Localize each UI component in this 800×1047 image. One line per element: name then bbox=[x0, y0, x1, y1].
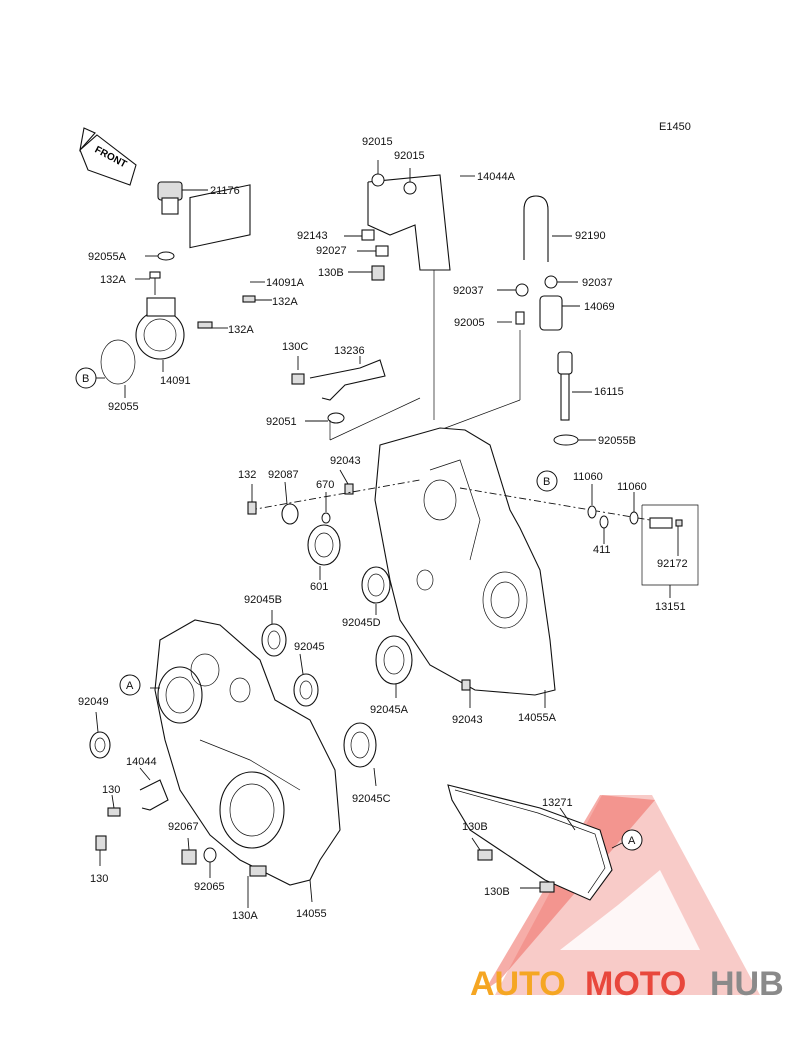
part-label-14091a[interactable]: 14091A bbox=[266, 277, 305, 289]
part-label-92143[interactable]: 92143 bbox=[297, 230, 328, 242]
part-label-13236[interactable]: 13236 bbox=[334, 345, 365, 357]
part-label-92027[interactable]: 92027 bbox=[316, 245, 347, 257]
bracket-assembly bbox=[344, 160, 580, 431]
part-label-11060-1[interactable]: 11060 bbox=[573, 471, 603, 483]
part-label-132a-1[interactable]: 132A bbox=[100, 274, 126, 286]
callout-a-left-label: A bbox=[126, 680, 134, 692]
part-label-92015-1[interactable]: 92015 bbox=[362, 136, 393, 148]
part-label-132[interactable]: 132 bbox=[238, 469, 256, 481]
watermark: AUTO MOTO HUB bbox=[470, 795, 784, 1003]
part-label-16115[interactable]: 16115 bbox=[594, 386, 624, 398]
part-label-92190[interactable]: 92190 bbox=[575, 230, 606, 242]
watermark-hub: HUB bbox=[710, 965, 784, 1003]
part-label-92055a[interactable]: 92055A bbox=[88, 251, 127, 263]
part-label-130b-1[interactable]: 130B bbox=[318, 267, 344, 279]
watermark-auto: AUTO bbox=[470, 965, 566, 1003]
part-label-92045[interactable]: 92045 bbox=[294, 641, 325, 653]
callout-a-right-label: A bbox=[628, 835, 636, 847]
part-label-130[interactable]: 130 bbox=[90, 873, 108, 885]
part-label-92045d[interactable]: 92045D bbox=[342, 617, 381, 629]
part-label-14044[interactable]: 14044 bbox=[126, 756, 157, 768]
part-label-14069[interactable]: 14069 bbox=[584, 301, 615, 313]
part-label-92045b[interactable]: 92045B bbox=[244, 594, 282, 606]
callout-b-right bbox=[536, 470, 558, 492]
part-label-132a-3[interactable]: 132A bbox=[228, 324, 254, 336]
callout-b-left-label: B bbox=[82, 373, 89, 385]
part-label-21176[interactable]: 21176 bbox=[210, 185, 240, 197]
part-label-92055b[interactable]: 92055B bbox=[598, 435, 636, 447]
part-label-14044a[interactable]: 14044A bbox=[477, 171, 516, 183]
part-label-92049[interactable]: 92049 bbox=[78, 696, 109, 708]
part-label-92045a[interactable]: 92045A bbox=[370, 704, 409, 716]
callout-a-left bbox=[119, 674, 141, 696]
part-label-411[interactable]: 411 bbox=[593, 544, 611, 556]
part-label-92065[interactable]: 92065 bbox=[194, 881, 225, 893]
callout-a-right bbox=[621, 829, 643, 851]
watermark-triangle-inner bbox=[560, 870, 700, 950]
part-label-130a[interactable]: 130A bbox=[232, 910, 258, 922]
callout-b-left bbox=[75, 367, 97, 389]
part-label-601[interactable]: 601 bbox=[310, 581, 328, 593]
part-label-14055a[interactable]: 14055A bbox=[518, 712, 557, 724]
part-label-130b-2[interactable]: 130B bbox=[462, 821, 488, 833]
part-label-13271[interactable]: 13271 bbox=[542, 797, 573, 809]
gasket-13271 bbox=[447, 784, 623, 901]
part-label-92043-2[interactable]: 92043 bbox=[452, 714, 483, 726]
watermark-triangle-left bbox=[485, 795, 655, 990]
lever-assembly bbox=[291, 351, 596, 446]
part-label-92045c[interactable]: 92045C bbox=[352, 793, 391, 805]
part-label-670[interactable]: 670 bbox=[316, 479, 334, 491]
callout-b-right-label: B bbox=[543, 476, 550, 488]
sensor-assembly bbox=[96, 181, 272, 398]
part-label-14055[interactable]: 14055 bbox=[296, 908, 327, 920]
part-label-92043-1[interactable]: 92043 bbox=[330, 455, 361, 467]
front-arrow: FRONT bbox=[79, 127, 137, 186]
part-label-92067[interactable]: 92067 bbox=[168, 821, 199, 833]
part-label-130c[interactable]: 130C bbox=[282, 341, 308, 353]
part-label-92005[interactable]: 92005 bbox=[454, 317, 485, 329]
part-label-92037-2[interactable]: 92037 bbox=[582, 277, 613, 289]
part-label-92172[interactable]: 92172 bbox=[657, 558, 688, 570]
watermark-moto: MOTO bbox=[585, 965, 686, 1003]
part-labels: 21176 92055A 132A 14091A 132A 132A 14091… bbox=[78, 136, 688, 922]
callouts: B B A A bbox=[75, 367, 643, 851]
part-label-130b-3[interactable]: 130B bbox=[484, 886, 510, 898]
part-label-13151[interactable]: 13151 bbox=[655, 601, 686, 613]
right-side-parts bbox=[587, 484, 699, 598]
bearings bbox=[89, 481, 413, 787]
diagram-code: E1450 bbox=[659, 121, 691, 133]
part-label-92087[interactable]: 92087 bbox=[268, 469, 299, 481]
case-14055 bbox=[95, 619, 341, 908]
part-label-92051[interactable]: 92051 bbox=[266, 416, 297, 428]
part-label-92015-2[interactable]: 92015 bbox=[394, 150, 425, 162]
part-label-130-1[interactable]: 130 bbox=[102, 784, 120, 796]
part-label-11060-2[interactable]: 11060 bbox=[617, 481, 647, 493]
part-label-132a-2[interactable]: 132A bbox=[272, 296, 298, 308]
case-14055a bbox=[249, 427, 651, 708]
part-label-92055[interactable]: 92055 bbox=[108, 401, 139, 413]
part-label-92037-1[interactable]: 92037 bbox=[453, 285, 484, 297]
part-label-14091[interactable]: 14091 bbox=[160, 375, 191, 387]
